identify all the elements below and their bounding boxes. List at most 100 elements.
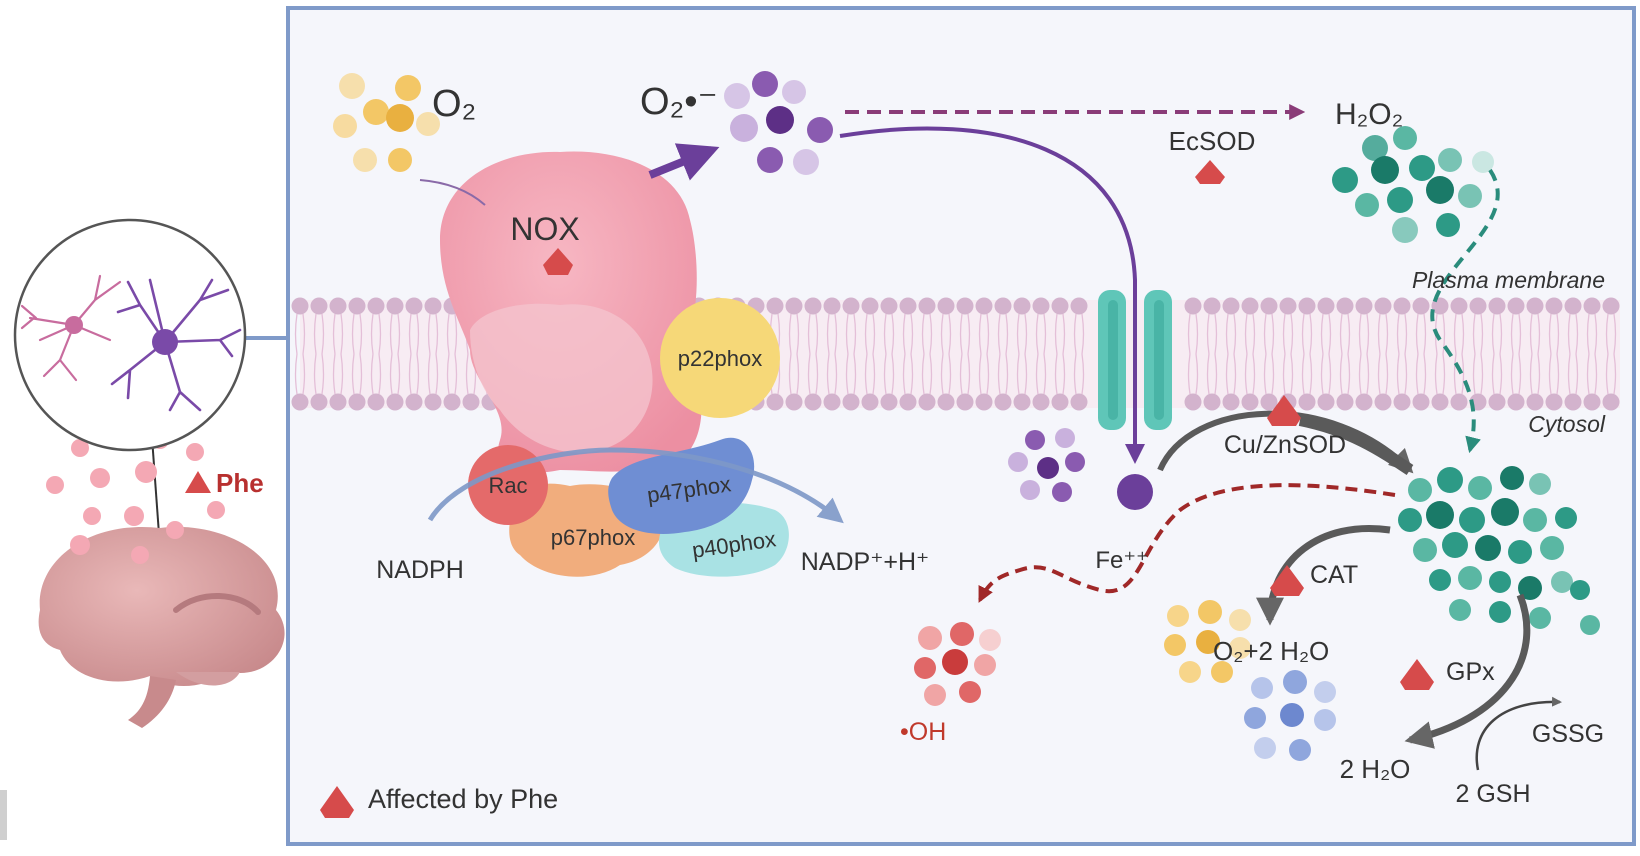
- two-h2o-label: 2 H₂O: [1340, 754, 1411, 784]
- lipid-head: [1032, 297, 1050, 315]
- p67phox-label: p67phox: [551, 525, 635, 550]
- neuron-zoom-circle: [13, 218, 247, 452]
- lipid-head: [1222, 393, 1240, 411]
- lipid-head: [975, 297, 993, 315]
- lipid-head: [918, 393, 936, 411]
- cytosol-superoxide-molecules: [1008, 428, 1085, 502]
- nox-to-superoxide-arrow: [648, 143, 720, 181]
- lipid-head: [348, 297, 366, 315]
- edge-mark: [0, 790, 7, 840]
- brain-icon: [38, 526, 285, 728]
- lipid-head: [994, 393, 1012, 411]
- lipid-head: [1279, 297, 1297, 315]
- lipid-head: [899, 297, 917, 315]
- lipid-head: [899, 393, 917, 411]
- cuznsod-arrow-body: [1298, 414, 1414, 475]
- lipid-head: [1507, 393, 1525, 411]
- ecsod-label: EcSOD: [1169, 126, 1256, 156]
- lipid-head: [823, 297, 841, 315]
- lipid-head: [1526, 393, 1544, 411]
- nadph-to-nadp-arrow: [427, 447, 844, 524]
- lipid-head: [1260, 297, 1278, 315]
- lipid-head: [956, 297, 974, 315]
- lipid-head: [424, 393, 442, 411]
- nadph-label: NADPH: [376, 556, 464, 584]
- cytosol-label: Cytosol: [1528, 411, 1606, 437]
- lipid-head: [937, 393, 955, 411]
- o2-molecules: [333, 73, 440, 172]
- lipid-head: [1564, 297, 1582, 315]
- lipid-head: [1260, 393, 1278, 411]
- lipid-head: [386, 297, 404, 315]
- superoxide-channel-arrow: [839, 126, 1145, 464]
- lipid-head: [785, 393, 803, 411]
- nox-complex: [419, 151, 702, 473]
- lipid-head: [1545, 393, 1563, 411]
- pathway-panel: [286, 6, 1636, 846]
- lipid-head: [804, 297, 822, 315]
- lipid-head: [1412, 297, 1430, 315]
- lipid-head: [766, 393, 784, 411]
- lipid-head: [1355, 297, 1373, 315]
- lipid-head: [1184, 393, 1202, 411]
- o2-product-molecules: [1164, 600, 1251, 683]
- affected-triangle-icon: [1400, 659, 1434, 690]
- lipid-head: [785, 297, 803, 315]
- lipid-head: [1545, 297, 1563, 315]
- nadp-label: NADP⁺+H⁺: [801, 548, 930, 576]
- lipid-head: [1013, 393, 1031, 411]
- lipid-head: [1469, 297, 1487, 315]
- lipid-head: [1526, 297, 1544, 315]
- hydroxyl-label: •OH: [900, 718, 946, 746]
- lipid-head: [1374, 393, 1392, 411]
- lipid-head: [1241, 393, 1259, 411]
- lipid-head: [1013, 297, 1031, 315]
- p22phox-subunit: p22phox: [660, 298, 780, 418]
- lipid-head: [1184, 297, 1202, 315]
- lipid-head: [310, 297, 328, 315]
- lipid-head: [975, 393, 993, 411]
- superoxide-label: O₂•⁻: [640, 81, 718, 123]
- lipid-head: [1602, 297, 1620, 315]
- lipid-head: [1583, 393, 1601, 411]
- lipid-head: [1317, 297, 1335, 315]
- gssg-label: GSSG: [1532, 720, 1604, 748]
- lipid-head: [310, 393, 328, 411]
- lipid-head: [937, 297, 955, 315]
- lipid-head: [1298, 297, 1316, 315]
- lipid-head: [842, 393, 860, 411]
- nox-label: NOX: [510, 211, 579, 247]
- lipid-head: [1070, 297, 1088, 315]
- lipid-head: [329, 393, 347, 411]
- rac-subunit: Rac: [468, 445, 548, 525]
- lipid-head: [1222, 297, 1240, 315]
- gsh-gssg-arrow: [1475, 696, 1562, 771]
- cuznsod-label: Cu/ZnSOD: [1224, 431, 1346, 459]
- affected-triangle-icon: [1195, 160, 1225, 184]
- lipid-head: [880, 393, 898, 411]
- two-gsh-label: 2 GSH: [1455, 780, 1530, 808]
- affected-triangle-icon: [1267, 395, 1301, 426]
- lipid-head: [291, 297, 309, 315]
- lipid-head: [386, 393, 404, 411]
- lipid-head: [918, 297, 936, 315]
- superoxide-molecules: [724, 71, 833, 175]
- lipid-head: [861, 393, 879, 411]
- lipid-head: [1431, 393, 1449, 411]
- lipid-head: [291, 393, 309, 411]
- affected-triangle-icon: [1270, 565, 1304, 596]
- p22phox-label: p22phox: [678, 346, 762, 371]
- lipid-head: [804, 393, 822, 411]
- gpx-arrow: [1404, 593, 1531, 749]
- rac-label: Rac: [488, 473, 527, 498]
- lipid-head: [1317, 393, 1335, 411]
- lipid-head: [861, 297, 879, 315]
- lipid-head: [1032, 393, 1050, 411]
- phe-molecules: [46, 430, 225, 564]
- lipid-head: [1298, 393, 1316, 411]
- fenton-reaction-arrow: [978, 483, 1396, 603]
- plasma-membrane-label: Plasma membrane: [1412, 267, 1605, 293]
- lipid-head: [1051, 393, 1069, 411]
- h2o2-diffusion-arrow: [1430, 168, 1500, 454]
